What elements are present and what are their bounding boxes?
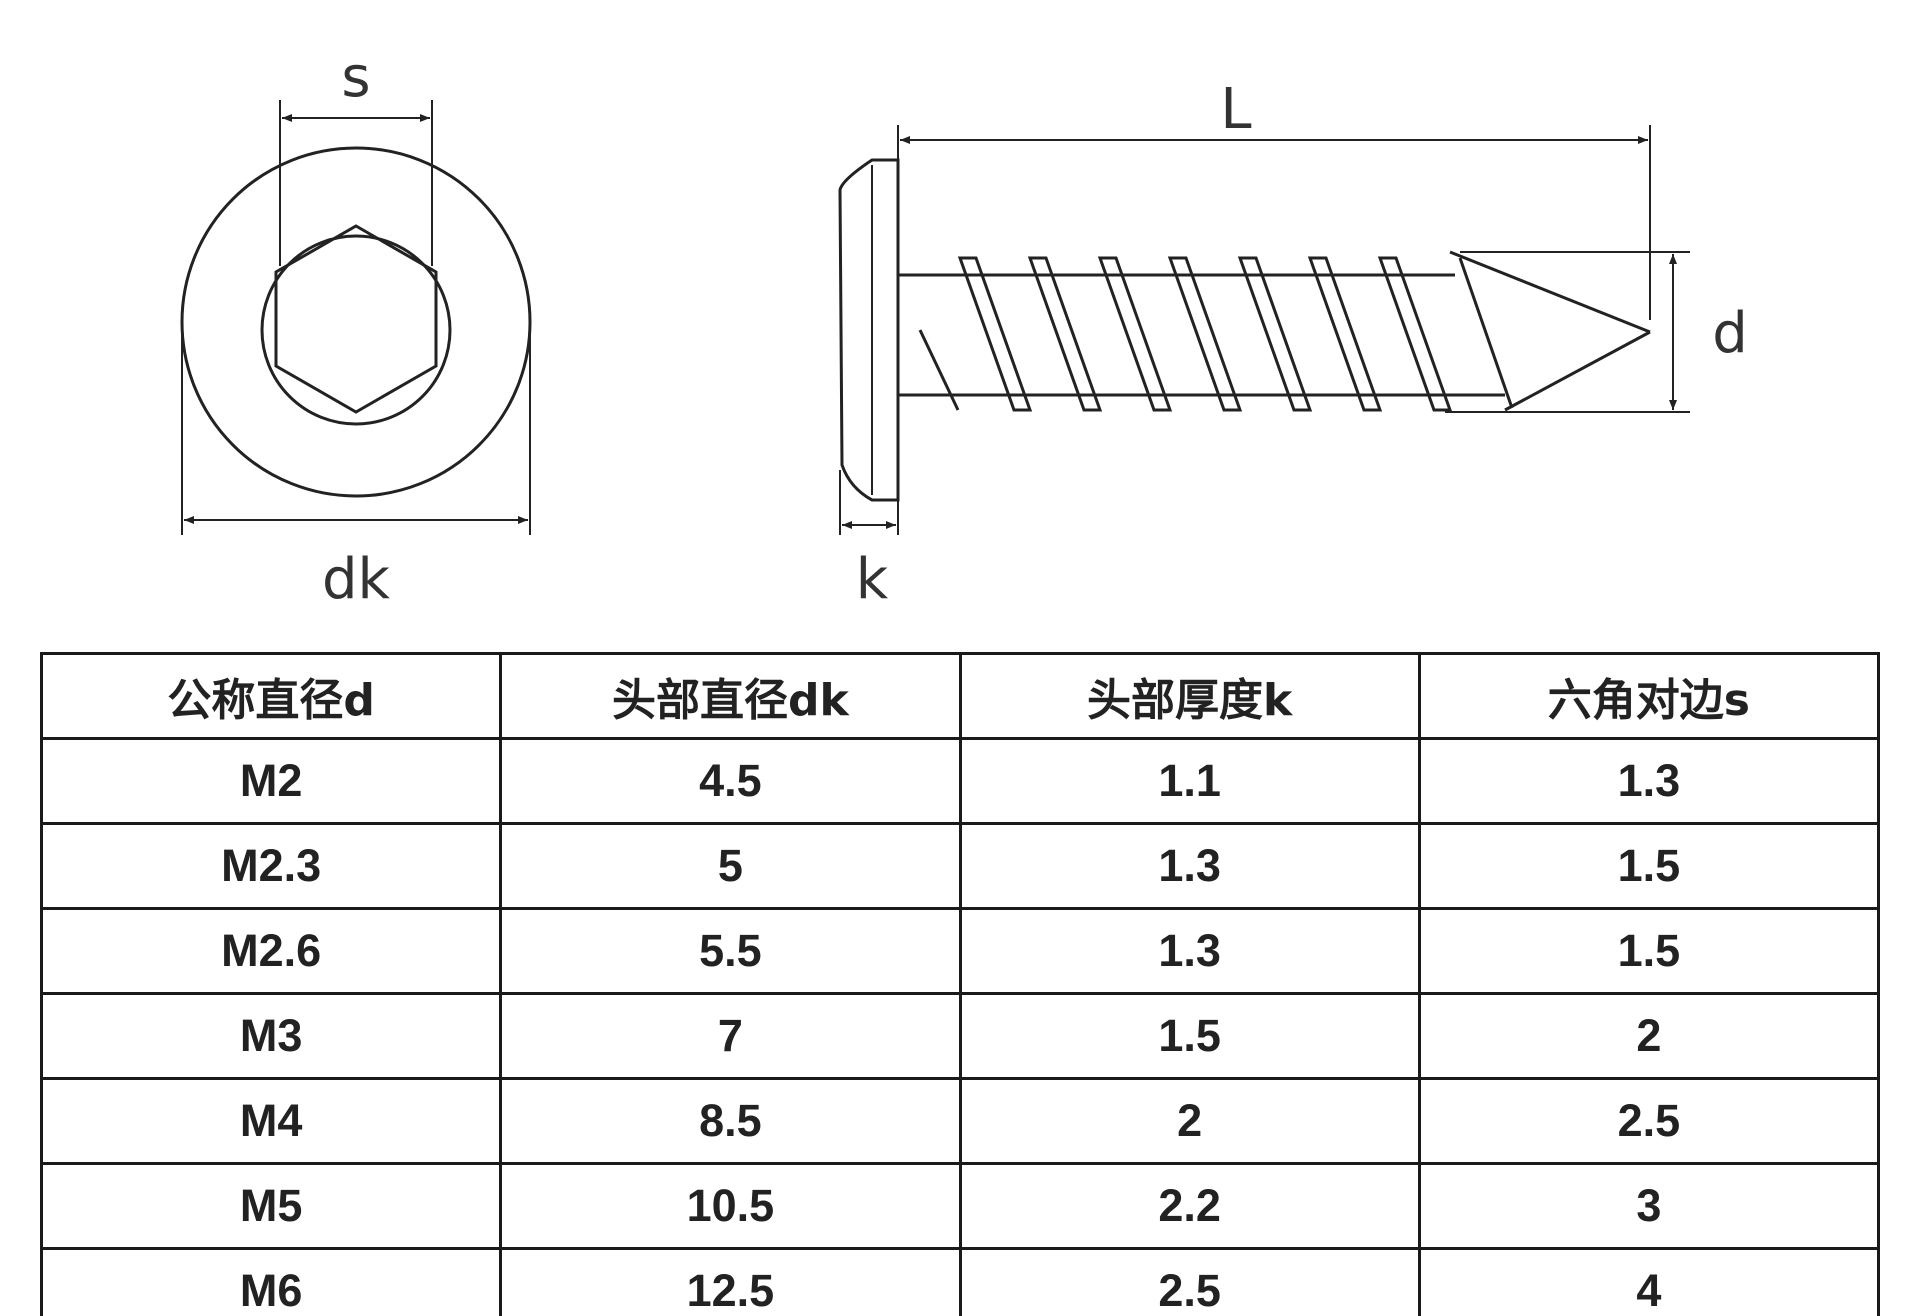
cell-head-thickness: 1.1 [958,737,1421,825]
thread-crest [957,256,1033,412]
cell-nominal-diameter: M3 [40,992,503,1080]
cell-head-diameter: 8.5 [499,1077,962,1165]
thread-crest [1307,256,1383,412]
cell-hex-across-flats: 1.3 [1417,737,1880,825]
screw-drawing: s dk L d k [180,45,1748,612]
table-header-row: 公称直径d 头部直径dk 头部厚度k 六角对边s [40,652,1880,740]
socket-circle [260,234,452,426]
cell-head-diameter: 4.5 [499,737,962,825]
cell-head-thickness: 2 [958,1077,1421,1165]
header-head-diameter: 头部直径dk [499,652,962,740]
cell-head-thickness: 2.5 [958,1247,1421,1316]
cell-head-diameter: 5.5 [499,907,962,995]
cell-nominal-diameter: M5 [40,1162,503,1250]
cell-nominal-diameter: M2.3 [40,822,503,910]
tip-top [1449,250,1651,334]
label-d: d [1712,301,1748,366]
cell-head-diameter: 10.5 [499,1162,962,1250]
cell-hex-across-flats: 2 [1417,992,1880,1080]
cell-head-thickness: 1.3 [958,907,1421,995]
label-s: s [341,45,370,110]
tip-bottom [1504,330,1651,412]
cell-head-diameter: 5 [499,822,962,910]
thread-crest [1167,256,1243,412]
thread-crest [1237,256,1313,412]
cell-head-thickness: 1.5 [958,992,1421,1080]
head-view [180,100,532,535]
thread-group [918,256,1514,412]
cell-hex-across-flats: 3 [1417,1162,1880,1250]
cell-hex-across-flats: 4 [1417,1247,1880,1316]
cell-head-thickness: 2.2 [958,1162,1421,1250]
cell-nominal-diameter: M6 [40,1247,503,1316]
cell-head-diameter: 7 [499,992,962,1080]
head-outline [180,146,532,498]
cell-hex-across-flats: 1.5 [1417,907,1880,995]
header-nominal-diameter: 公称直径d [40,652,503,740]
cell-head-diameter: 12.5 [499,1247,962,1316]
thread-crest [1377,256,1453,412]
cell-nominal-diameter: M2.6 [40,907,503,995]
side-view [838,158,1651,502]
hex-socket-icon [274,224,438,414]
label-k: k [856,547,889,612]
header-head-thickness: 头部厚度k [958,652,1421,740]
thread-crest [1458,257,1514,409]
cell-head-thickness: 1.3 [958,822,1421,910]
cell-hex-across-flats: 1.5 [1417,822,1880,910]
screw-head [838,158,900,502]
cell-hex-across-flats: 2.5 [1417,1077,1880,1165]
header-hex-across-flats: 六角对边s [1417,652,1880,740]
thread-crest [918,329,960,411]
cell-nominal-diameter: M4 [40,1077,503,1165]
cell-nominal-diameter: M2 [40,737,503,825]
label-L: L [1220,77,1251,142]
thread-crest [1097,256,1173,412]
thread-crest [1027,256,1103,412]
label-dk: dk [322,547,391,612]
